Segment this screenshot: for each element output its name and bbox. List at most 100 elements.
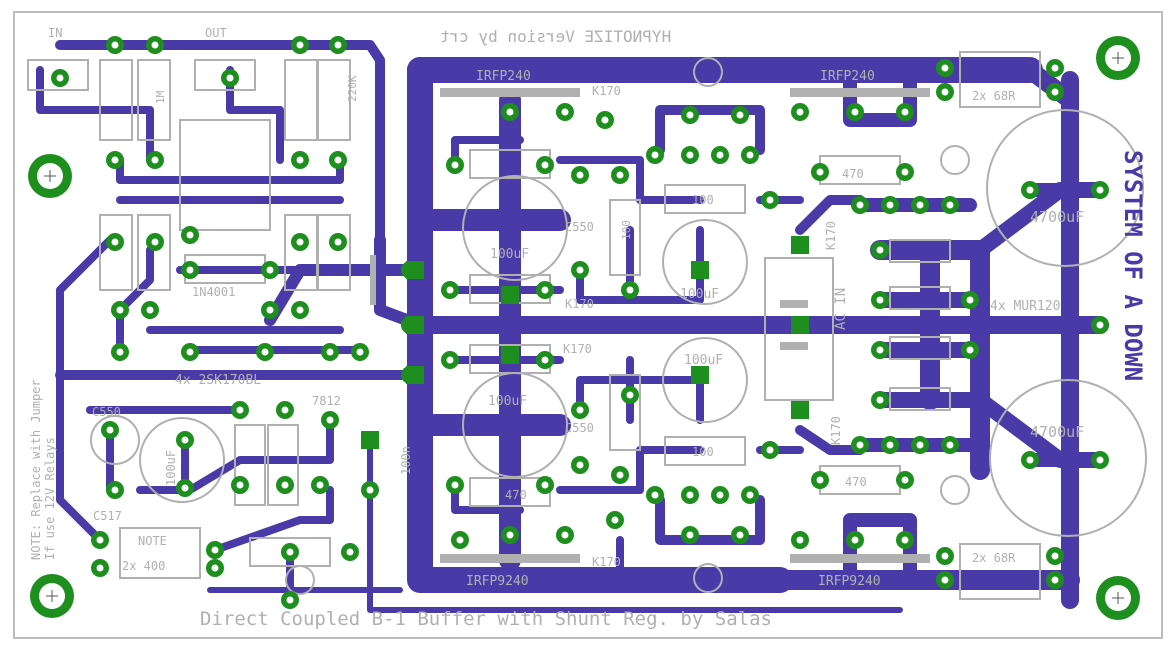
cap-100uf-2-label: 100uF <box>488 394 527 409</box>
irfp240-right-label: IRFP240 <box>820 69 875 84</box>
pad-hole <box>296 156 304 164</box>
pad-hole <box>651 151 659 159</box>
pad-hole <box>916 441 924 449</box>
pad-hole <box>541 161 549 169</box>
pad-hole <box>186 231 194 239</box>
pad-hole <box>1051 552 1059 560</box>
mounting-hole-br <box>1096 576 1140 620</box>
pad-hole <box>856 201 864 209</box>
pad-hole <box>356 348 364 356</box>
title-top: HYPNOTIZE Version by crt <box>440 27 671 46</box>
irfp240-left-label: IRFP240 <box>476 69 531 84</box>
k170-mid-label: K170 <box>565 297 594 311</box>
pad-hole <box>901 536 909 544</box>
k170-top-label: K170 <box>592 84 621 98</box>
square-pad <box>791 236 809 254</box>
title-bottom: Direct Coupled B-1 Buffer with Shunt Reg… <box>200 608 772 630</box>
pad-hole <box>561 531 569 539</box>
diode-1n4001-label: 1N4001 <box>192 285 235 299</box>
pad-hole <box>651 491 659 499</box>
pad-hole <box>746 491 754 499</box>
c517-label: C517 <box>93 509 122 523</box>
board-outline <box>13 11 1163 639</box>
pad-hole <box>266 306 274 314</box>
pad-hole <box>286 596 294 604</box>
pad-hole <box>316 481 324 489</box>
pad-hole <box>106 426 114 434</box>
pad-hole <box>446 356 454 364</box>
pad-hole <box>286 548 294 556</box>
pad-hole <box>211 546 219 554</box>
cap-4700-bot-label: 4700uF <box>1030 423 1084 441</box>
k170-right-label: K170 <box>824 221 838 250</box>
square-pad <box>361 431 379 449</box>
pad-hole <box>56 74 64 82</box>
pad-hole <box>766 196 774 204</box>
pad-hole <box>111 486 119 494</box>
r100k-label: 100 <box>620 220 633 240</box>
pad-hole <box>506 531 514 539</box>
pad-hole <box>686 151 694 159</box>
irfp9240-left-label: IRFP9240 <box>466 574 529 589</box>
pad-hole <box>226 74 234 82</box>
cap-100n-label: 100n <box>399 446 413 475</box>
r-2x400-label: 2x 400 <box>122 559 165 573</box>
pad-hole <box>716 151 724 159</box>
pad-hole <box>236 481 244 489</box>
pad-layer <box>51 36 1109 609</box>
cap-4700-top-label: 4700uF <box>1030 208 1084 226</box>
cap-100uf-1-label: 100uF <box>490 247 529 262</box>
pad-hole <box>686 111 694 119</box>
r68r-top-label: 2x 68R <box>972 89 1016 103</box>
pad-hole <box>886 201 894 209</box>
pad-hole <box>541 481 549 489</box>
pad-hole <box>296 41 304 49</box>
pad-hole <box>626 286 634 294</box>
pad-hole <box>686 531 694 539</box>
k170-bottom-label: K170 <box>592 555 621 569</box>
c550-left-label: C550 <box>92 405 121 419</box>
r470-b-label: 470 <box>845 475 867 489</box>
side-text: SYSTEM OF A DOWN <box>1119 150 1147 381</box>
pad-hole <box>616 471 624 479</box>
pad-hole <box>236 406 244 414</box>
pad-hole <box>334 156 342 164</box>
square-pad <box>791 316 809 334</box>
pad-hole <box>611 516 619 524</box>
pad-hole <box>326 348 334 356</box>
pad-hole <box>446 286 454 294</box>
pad-hole <box>116 348 124 356</box>
irfp9240-right-label: IRFP9240 <box>818 574 881 589</box>
pad-hole <box>111 156 119 164</box>
pad-hole <box>186 348 194 356</box>
pad-hole <box>346 548 354 556</box>
pad-hole <box>451 161 459 169</box>
pad-hole <box>541 286 549 294</box>
pad-hole <box>146 306 154 314</box>
pad-hole <box>1026 186 1034 194</box>
pad-hole <box>746 151 754 159</box>
pad-hole <box>366 486 374 494</box>
pad-hole <box>816 476 824 484</box>
r470-c-label: 470 <box>842 167 864 181</box>
pad-hole <box>736 111 744 119</box>
square-pad <box>406 316 424 334</box>
pad-hole <box>941 64 949 72</box>
pad-hole <box>576 406 584 414</box>
pad-hole <box>96 564 104 572</box>
pad-hole <box>851 536 859 544</box>
pad-hole <box>506 108 514 116</box>
pad-hole <box>186 266 194 274</box>
label-layer: IN OUT IRFP240 IRFP240 IRFP9240 IRFP9240… <box>29 26 1147 630</box>
pad-hole <box>796 536 804 544</box>
pad-hole <box>856 441 864 449</box>
c550-bot-label: C550 <box>565 421 594 435</box>
pad-hole <box>576 171 584 179</box>
pad-hole <box>111 238 119 246</box>
pad-hole <box>211 564 219 572</box>
in-label: IN <box>48 26 62 40</box>
square-pad <box>501 286 519 304</box>
pad-hole <box>181 484 189 492</box>
